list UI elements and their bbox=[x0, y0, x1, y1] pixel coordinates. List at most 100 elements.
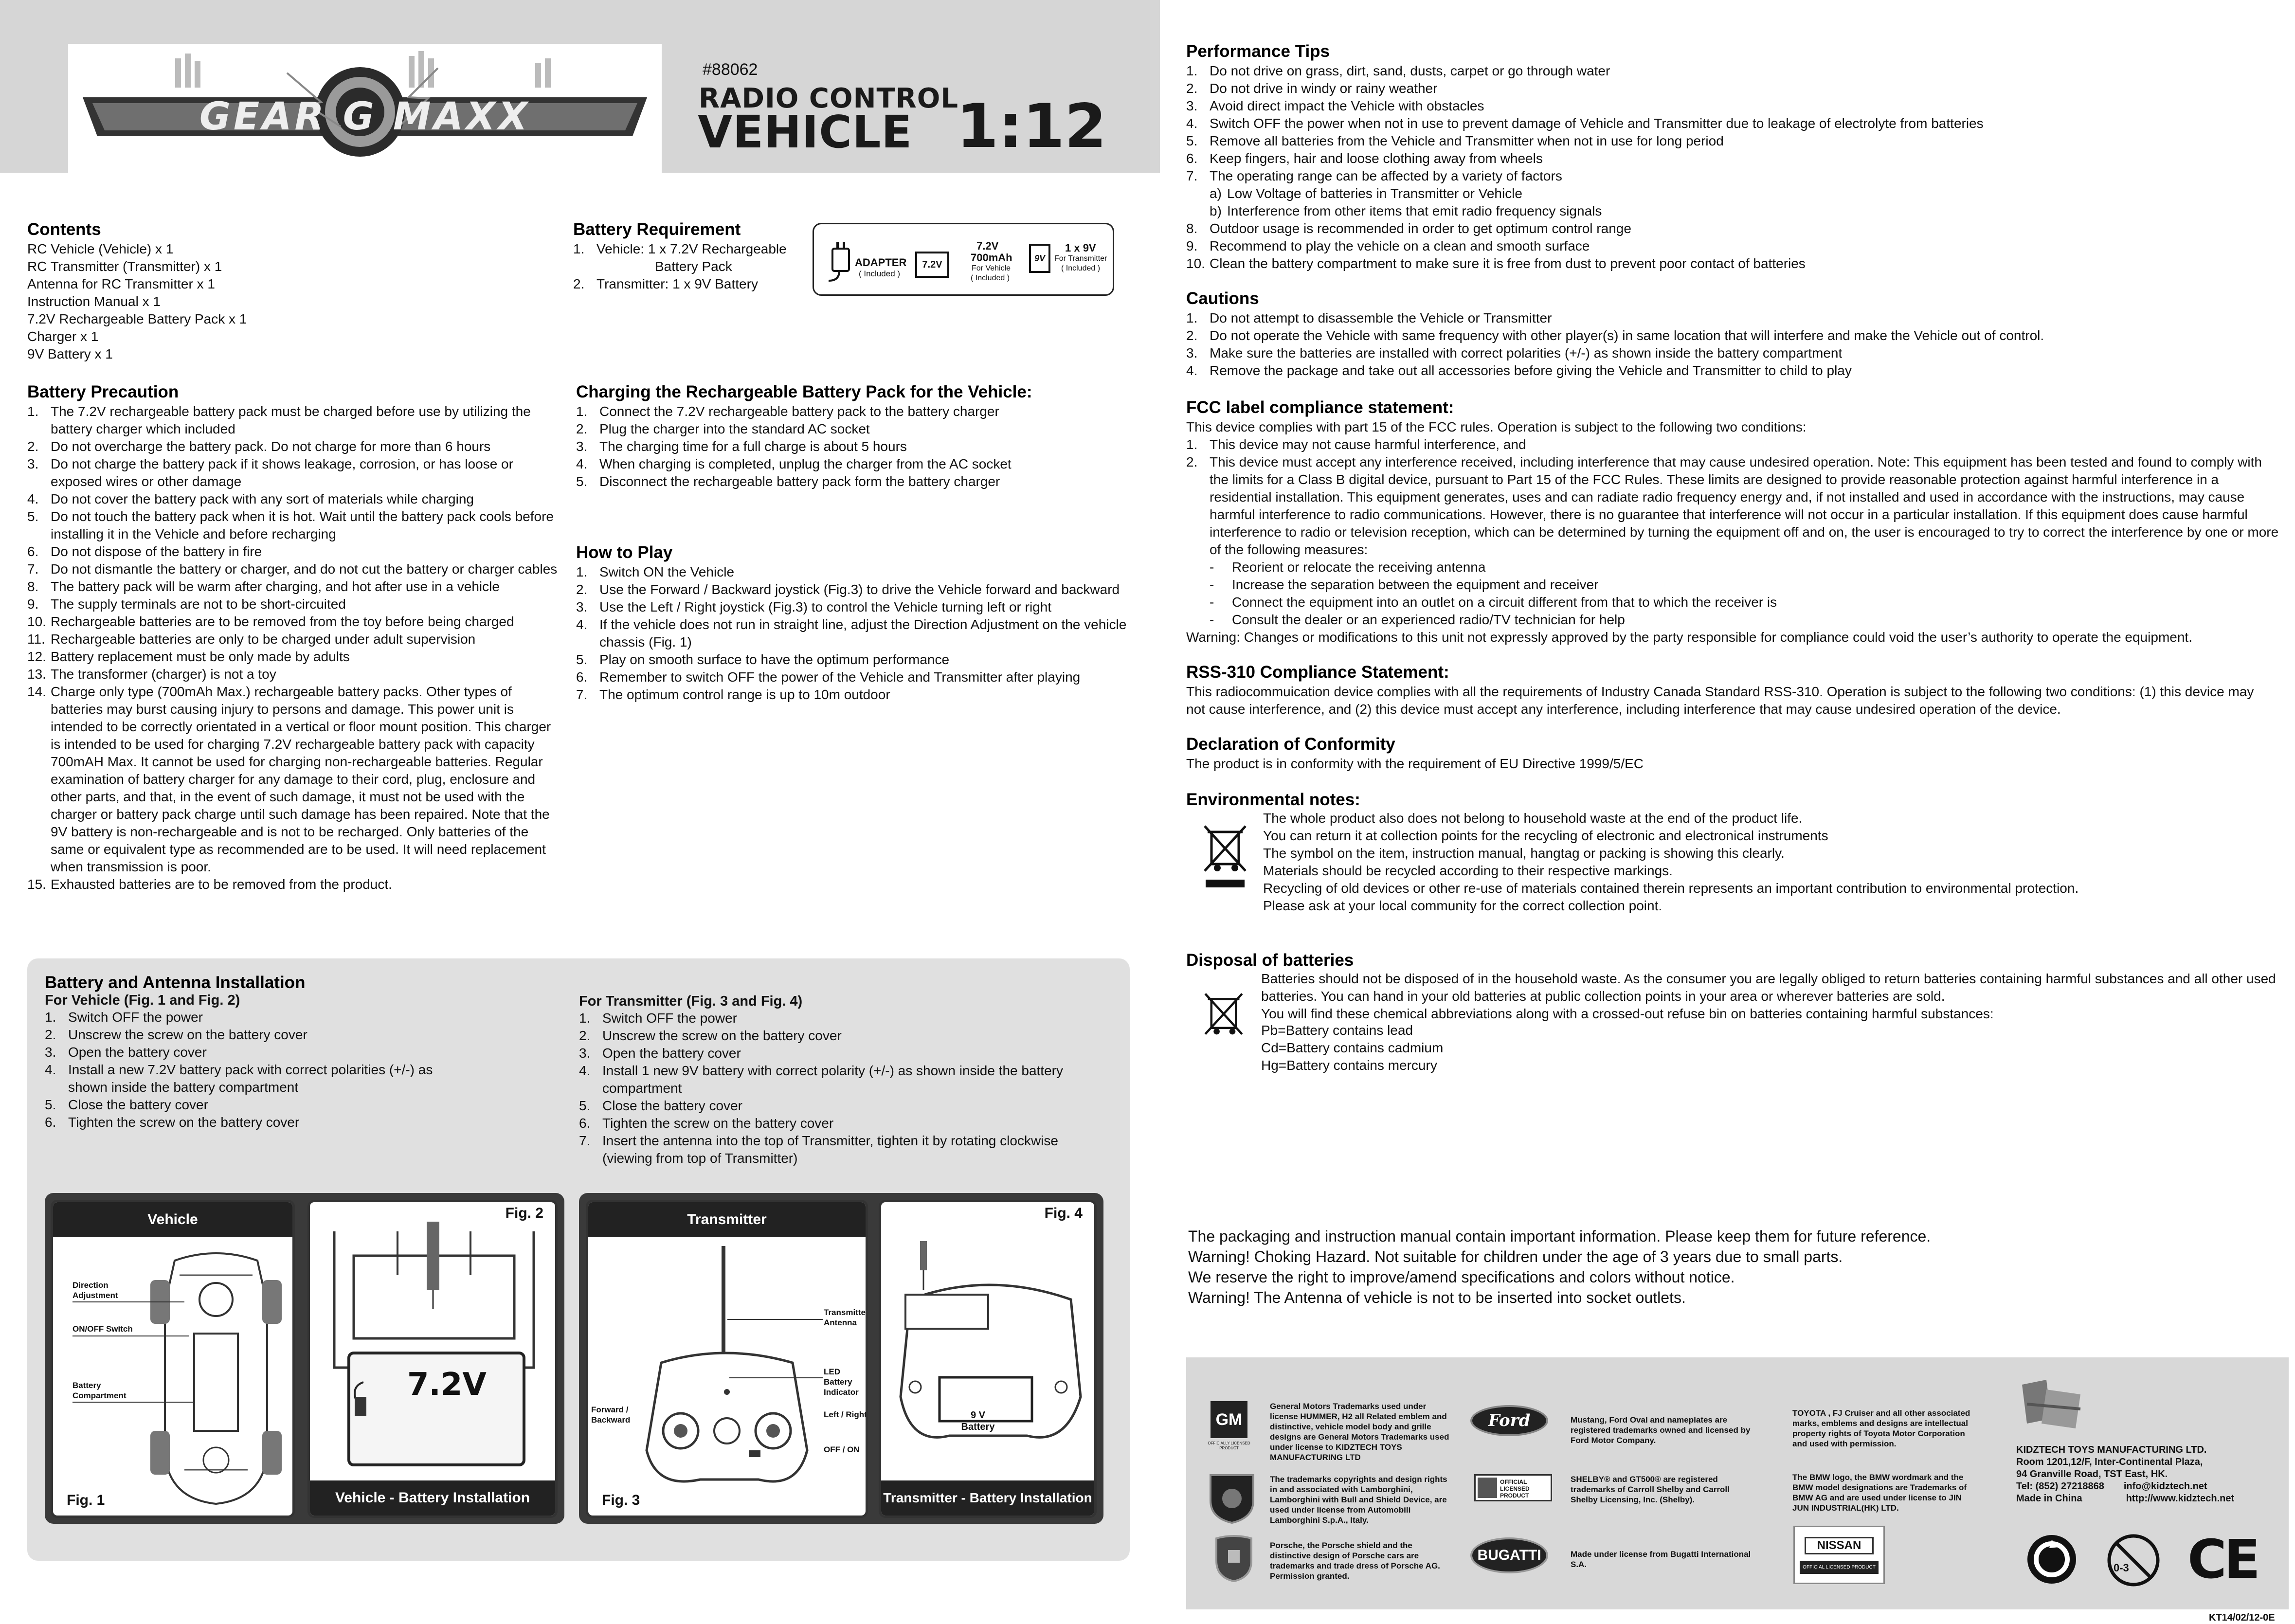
company-email-link[interactable]: info@kidztech.net bbox=[2123, 1481, 2207, 1492]
list-item: Consult the dealer or an experienced rad… bbox=[1210, 611, 2281, 629]
list-item: 3.Do not charge the battery pack if it s… bbox=[27, 456, 513, 489]
cautions-list: 1.Do not attempt to disassemble the Vehi… bbox=[1186, 309, 2266, 379]
environmental-section: Environmental notes: bbox=[1186, 790, 2257, 810]
battery-pack-label: 7.2V bbox=[407, 1367, 487, 1403]
gm-logo: GM bbox=[1211, 1401, 1247, 1438]
direction-adjustment-label: Direction Adjustment bbox=[72, 1281, 118, 1300]
fcc-list: 1.This device may not cause harmful inte… bbox=[1186, 436, 2281, 559]
battery-compartment-drawing bbox=[333, 1222, 535, 1466]
list-item: 1.Do not attempt to disassemble the Vehi… bbox=[1186, 310, 1552, 325]
list-item: 9.The supply terminals are not to be sho… bbox=[27, 596, 346, 612]
how-to-play-list: 1.Switch ON the Vehicle 2.Use the Forwar… bbox=[576, 563, 1131, 704]
list-item: 4.Switch OFF the power when not in use t… bbox=[1186, 116, 1984, 131]
gm-trademark: General Motors Trademarks used under lic… bbox=[1270, 1402, 1449, 1462]
fcc-heading: FCC label compliance statement: bbox=[1186, 398, 1454, 417]
notices: The packaging and instruction manual con… bbox=[1188, 1226, 2259, 1308]
list-item: 10.Clean the battery compartment to make… bbox=[1186, 256, 1806, 271]
list-item: 14.Charge only type (700mAh Max.) rechar… bbox=[27, 684, 551, 874]
list-item: 2.Do not drive in windy or rainy weather bbox=[1186, 81, 1438, 96]
list-item: RC Transmitter (Transmitter) x 1 bbox=[27, 259, 222, 274]
list-item: 3.Avoid direct impact the Vehicle with o… bbox=[1186, 98, 1484, 113]
contents-list: RC Vehicle (Vehicle) x 1 RC Transmitter … bbox=[27, 240, 562, 363]
contents-heading: Contents bbox=[27, 220, 101, 239]
company-name: KIDZTECH TOYS MANUFACTURING LTD. bbox=[2016, 1444, 2207, 1455]
lead-note: Pb=Battery contains lead bbox=[1261, 1023, 1413, 1038]
logo-text: GEAR G MAXX bbox=[199, 95, 531, 139]
transmitter-figure-title: Transmitter bbox=[588, 1202, 866, 1237]
list-item: 4.When charging is completed, unplug the… bbox=[576, 456, 1012, 471]
list-item: RC Vehicle (Vehicle) x 1 bbox=[27, 241, 174, 256]
list-item: 2.Unscrew the screw on the battery cover bbox=[579, 1028, 842, 1043]
battery-precaution-section: Battery Precaution 1.The 7.2V rechargeab… bbox=[27, 382, 558, 893]
list-item: Connect the equipment into an outlet on … bbox=[1210, 594, 2281, 611]
kidztech-logo bbox=[2017, 1375, 2085, 1433]
gm-sub: OFFICIALLY LICENSED PRODUCT bbox=[1208, 1441, 1250, 1450]
vehicle-install-heading: For Vehicle (Fig. 1 and Fig. 2) bbox=[45, 992, 240, 1008]
shelby-badge-text: OFFICIAL LICENSED PRODUCT bbox=[1500, 1479, 1530, 1499]
battery-compartment-label: Battery Compartment bbox=[72, 1381, 126, 1400]
list-item: 3.Make sure the batteries are installed … bbox=[1186, 345, 1843, 361]
nissan-sub: OFFICIAL LICENSED PRODUCT bbox=[1800, 1561, 1879, 1574]
installation-vehicle: Battery and Antenna Installation For Veh… bbox=[45, 973, 551, 1131]
list-item: 5.Do not touch the battery pack when it … bbox=[27, 509, 554, 541]
nine-note: ( Included ) bbox=[1061, 264, 1101, 272]
environmental-heading: Environmental notes: bbox=[1186, 790, 1360, 809]
vehicle-install-list: 1.Switch OFF the power 2.Unscrew the scr… bbox=[45, 1009, 551, 1131]
list-item: 3.Use the Left / Right joystick (Fig.3) … bbox=[576, 599, 1052, 614]
nine-volt-battery-label: 9 V Battery bbox=[961, 1410, 995, 1432]
nine-for: For Transmitter bbox=[1054, 254, 1107, 263]
environmental-text: The whole product also does not belong t… bbox=[1263, 811, 2079, 913]
transmitter-install-heading: For Transmitter (Fig. 3 and Fig. 4) bbox=[579, 993, 803, 1009]
how-to-play-heading: How to Play bbox=[576, 543, 673, 562]
notice-line: Warning! The Antenna of vehicle is not t… bbox=[1188, 1289, 1686, 1306]
installation-transmitter: For Transmitter (Fig. 3 and Fig. 4) 1.Sw… bbox=[579, 993, 1104, 1167]
list-item: 2.Do not operate the Vehicle with same f… bbox=[1186, 328, 2044, 343]
fig1-label: Fig. 1 bbox=[67, 1492, 105, 1508]
toyota-trademark: TOYOTA , FJ Cruiser and all other associ… bbox=[1792, 1408, 1970, 1448]
shelby-logo: OFFICIAL LICENSED PRODUCT bbox=[1474, 1474, 1552, 1501]
fig3-label: Fig. 3 bbox=[602, 1492, 640, 1508]
porsche-logo bbox=[1213, 1534, 1254, 1583]
disposal-section: Disposal of batteries bbox=[1186, 951, 2257, 970]
list-item: 3.Open the battery cover bbox=[579, 1046, 741, 1061]
list-item: 4.Install a new 7.2V battery pack with c… bbox=[45, 1062, 433, 1095]
lamborghini-logo bbox=[1207, 1471, 1257, 1525]
transmitter-install-list: 1.Switch OFF the power 2.Unscrew the scr… bbox=[579, 1010, 1104, 1167]
notice-line: Warning! Choking Hazard. Not suitable fo… bbox=[1188, 1248, 1843, 1265]
led-indicator-label: LED Battery Indicator bbox=[824, 1367, 859, 1397]
conformity-section: Declaration of Conformity The product is… bbox=[1186, 735, 2257, 773]
adapter-icon bbox=[828, 242, 850, 282]
company-address-1: Room 1201,12/F, Inter-Continental Plaza, bbox=[2016, 1457, 2203, 1467]
performance-heading: Performance Tips bbox=[1186, 42, 1330, 61]
charging-heading: Charging the Rechargeable Battery Pack f… bbox=[576, 382, 1032, 401]
logo-graphic bbox=[83, 51, 647, 157]
document-code: KT14/02/12-0E bbox=[2209, 1612, 2275, 1623]
title-scale: 1:12 bbox=[957, 91, 1107, 162]
vehicle-figure-title: Vehicle bbox=[53, 1202, 292, 1237]
company-website-link[interactable]: http://www.kidztech.net bbox=[2126, 1493, 2235, 1504]
lamborghini-shield-icon bbox=[1210, 1474, 1254, 1524]
battery-precaution-heading: Battery Precaution bbox=[27, 382, 179, 401]
list-item: 2.Transmitter: 1 x 9V Battery bbox=[573, 276, 758, 291]
fcc-section: FCC label compliance statement: This dev… bbox=[1186, 398, 2281, 646]
list-item: Antenna for RC Transmitter x 1 bbox=[27, 276, 215, 291]
list-item: 2.This device must accept any interferen… bbox=[1186, 454, 2279, 557]
list-item: 4.Do not cover the battery pack with any… bbox=[27, 491, 474, 506]
list-item: 6.Tighten the screw on the battery cover bbox=[45, 1115, 300, 1130]
list-item: b)Interference from other items that emi… bbox=[1210, 203, 1602, 218]
cautions-section: Cautions 1.Do not attempt to disassemble… bbox=[1186, 289, 2266, 379]
list-item: Increase the separation between the equi… bbox=[1210, 576, 2281, 594]
battery-icons-box: ADAPTER ( Included ) 7.2V 7.2V 700mAh Fo… bbox=[813, 223, 1114, 296]
cadmium-note: Cd=Battery contains cadmium bbox=[1261, 1040, 1444, 1055]
battery-requirement-section: Battery Requirement 1.Vehicle: 1 x 7.2V … bbox=[573, 220, 807, 293]
nine-qty: 1 x 9V bbox=[1065, 242, 1096, 254]
pack-for: For Vehicle bbox=[972, 264, 1011, 272]
list-item: 5.Close the battery cover bbox=[45, 1097, 208, 1112]
list-item: 1.Switch OFF the power bbox=[45, 1010, 203, 1025]
list-item: 1.Connect the 7.2V rechargeable battery … bbox=[576, 404, 999, 419]
age-warning-icon bbox=[2107, 1534, 2160, 1587]
fig1-vehicle-chassis: Vehicle Direction Adjustment ON/OFF Swit… bbox=[51, 1200, 295, 1518]
